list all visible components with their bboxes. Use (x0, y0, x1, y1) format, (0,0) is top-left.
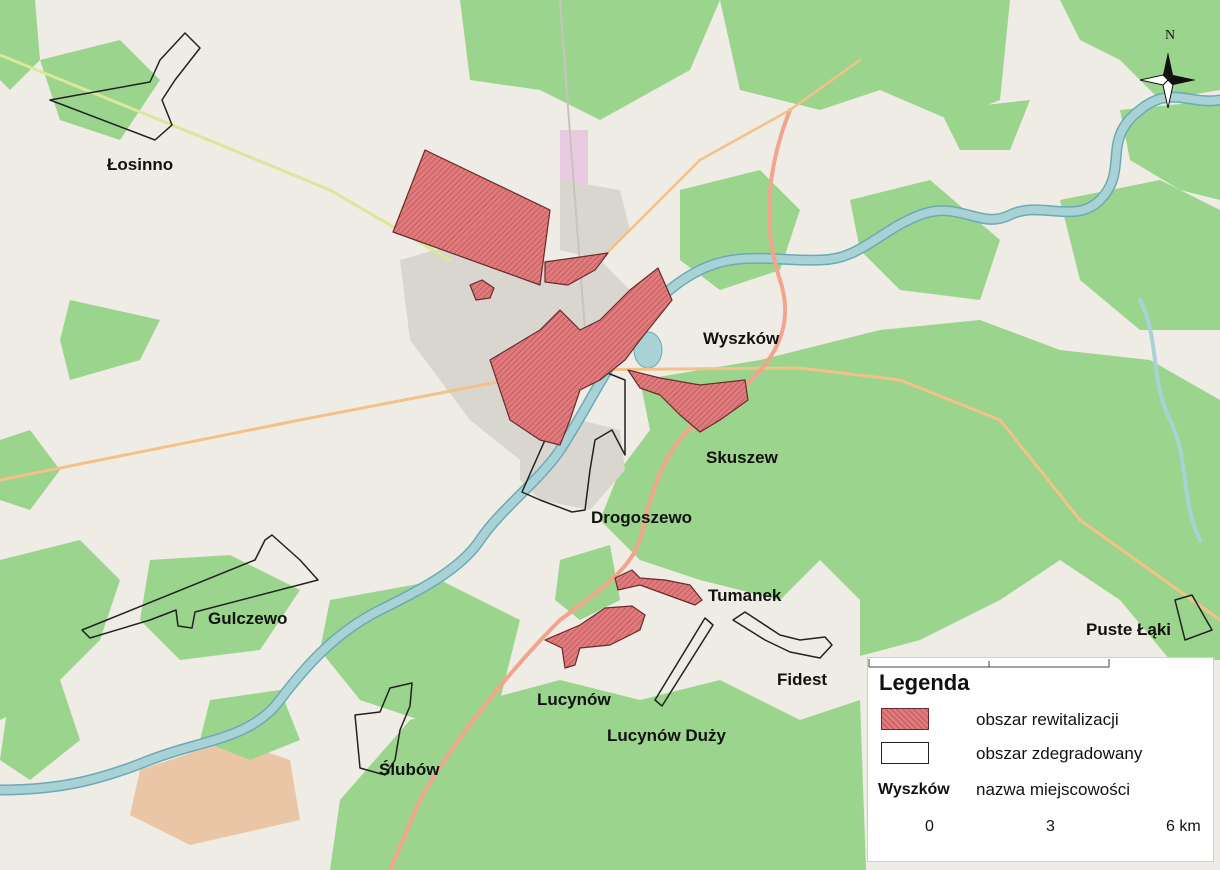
degraded-area-lucynow-duzy (654, 617, 714, 707)
place-label-drogoszewo: Drogoszewo (591, 508, 693, 527)
revitalization-areas (392, 149, 749, 669)
place-label-skuszew: Skuszew (706, 448, 778, 467)
legend-title: Legenda (879, 670, 970, 695)
scale-tick-label-6: 6 km (1166, 818, 1201, 835)
degraded-area-puste-laki (1174, 594, 1213, 641)
legend-name-example: Wyszków (878, 781, 950, 798)
compass-rose (1139, 52, 1196, 109)
revitalization-area-small (469, 279, 495, 301)
legend-swatch-revitalization (881, 708, 929, 730)
revitalization-area-tumanek (614, 569, 703, 606)
degraded-area-losinno (49, 32, 201, 141)
legend-name-description: nazwa miejscowości (976, 780, 1130, 799)
place-label-losinno: Łosinno (107, 155, 174, 174)
degraded-area-fidest (732, 611, 833, 659)
scale-bar (868, 659, 1110, 668)
revitalization-area-north (392, 149, 551, 286)
place-label-puste-laki: Puste Łąki (1086, 620, 1172, 639)
revitalization-area-lucynow (544, 605, 646, 669)
legend-label-revitalization: obszar rewitalizacji (976, 710, 1119, 729)
legend-swatch-degraded (881, 742, 929, 764)
place-label-lucynow-duzy: Lucynów Duży (607, 726, 727, 745)
place-label-lucynow: Lucynów (537, 690, 611, 709)
place-label-wyszkow: Wyszków (703, 329, 780, 348)
revitalization-area-skuszew (627, 369, 749, 433)
place-label-gulczewo: Gulczewo (208, 609, 288, 628)
place-label-tumanek: Tumanek (708, 586, 782, 605)
revitalization-area-core (489, 267, 673, 446)
scale-tick-label-0: 0 (925, 818, 934, 835)
place-label-slubow: Ślubów (379, 760, 440, 779)
degraded-area-slubow (354, 682, 413, 776)
degraded-areas (49, 32, 1213, 776)
legend-label-degraded: obszar zdegradowany (976, 744, 1143, 763)
compass-north-label: N (1165, 28, 1176, 43)
map-legend: Legenda obszar rewitalizacji obszar zdeg… (867, 657, 1214, 862)
degraded-area-gulczewo (81, 534, 319, 639)
revitalization-area-center (544, 252, 609, 286)
scale-tick-label-3: 3 (1046, 818, 1055, 835)
place-label-fidest: Fidest (777, 670, 828, 689)
